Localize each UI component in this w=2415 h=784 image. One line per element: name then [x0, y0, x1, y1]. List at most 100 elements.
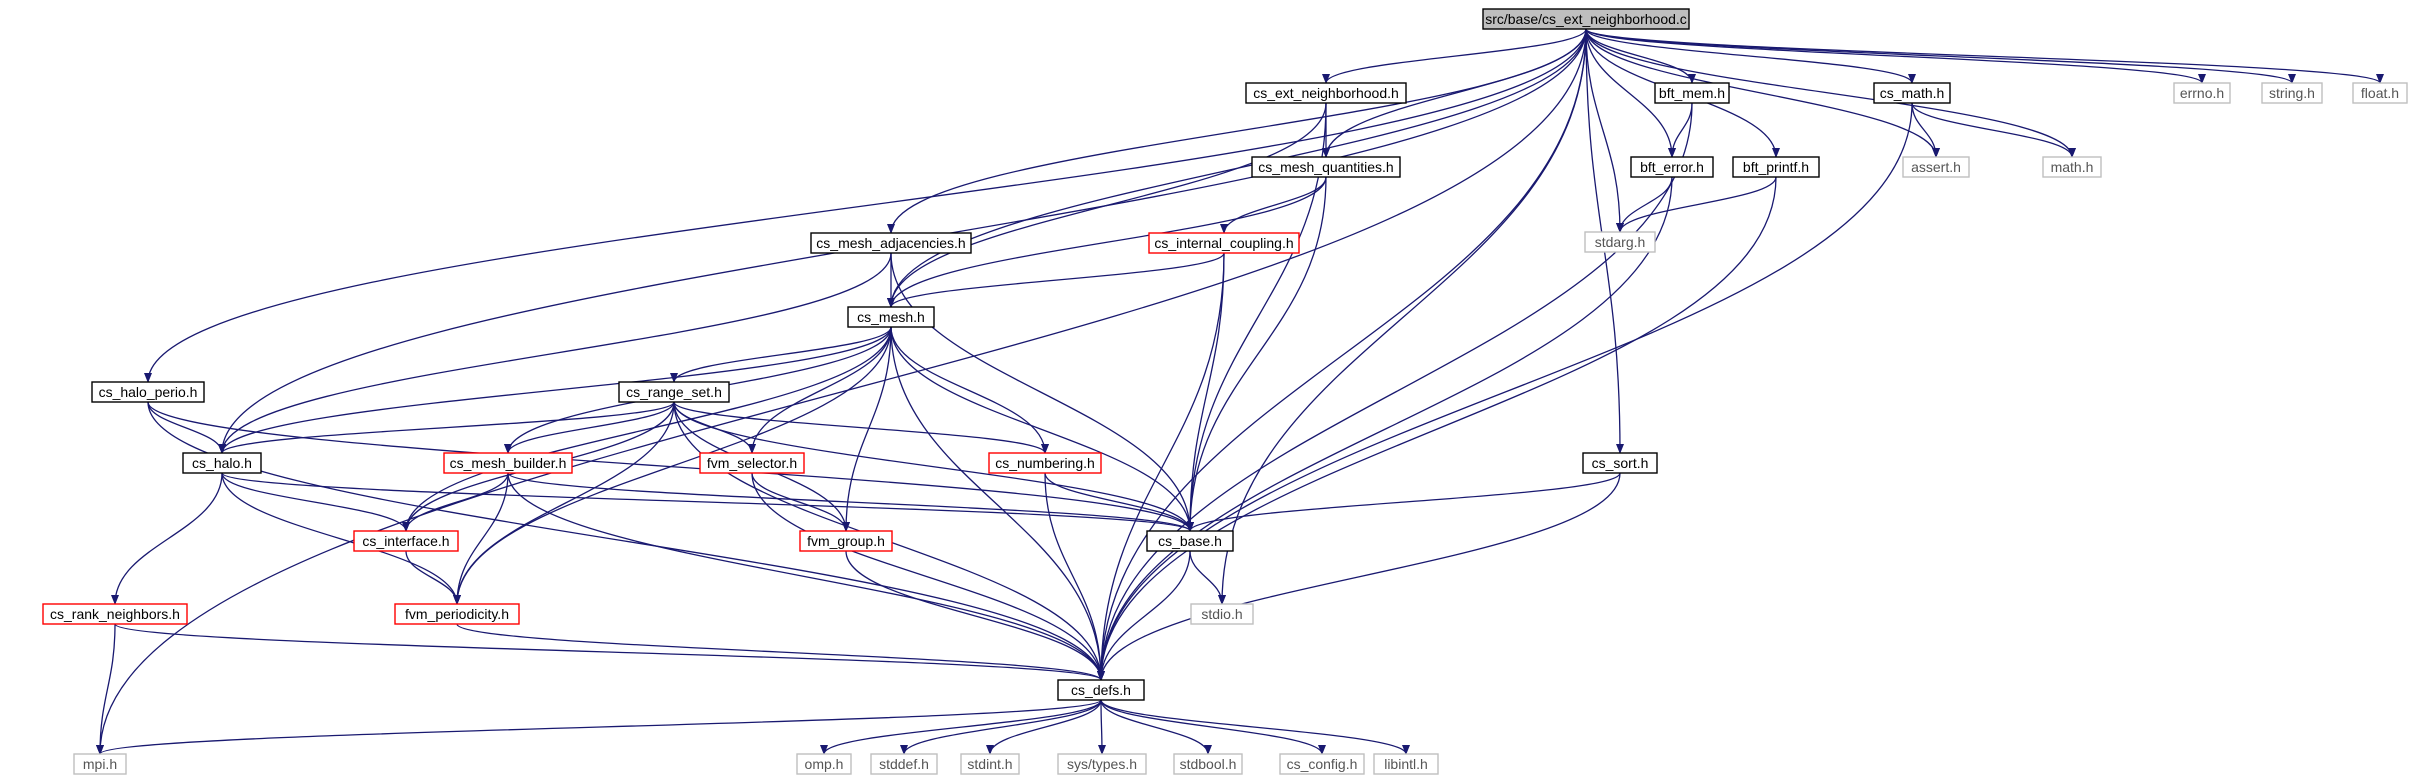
edge-numbering-to-csbase	[1044, 472, 1194, 532]
node-rankneigh[interactable]: cs_rank_neighbors.h	[42, 603, 188, 625]
node-halo-label: cs_halo.h	[192, 455, 252, 471]
node-stdint[interactable]: stdint.h	[960, 753, 1020, 775]
edge-csdefs-to-systypes	[1097, 699, 1106, 755]
node-assert-box	[1902, 156, 1970, 178]
edge-rankneigh-to-csdefs	[114, 623, 1105, 681]
node-mpi-box	[73, 753, 127, 775]
node-csconfig-label: cs_config.h	[1287, 756, 1358, 772]
edge-src-to-errno	[1585, 28, 2206, 84]
node-csdefs-box	[1057, 679, 1145, 701]
node-csdefs[interactable]: cs_defs.h	[1057, 679, 1145, 701]
edge-src-to-string	[1585, 28, 2296, 84]
node-bftmem[interactable]: bft_mem.h	[1654, 82, 1730, 104]
edge-meshq-to-internal	[1220, 176, 1327, 234]
node-mathh-box	[2042, 156, 2102, 178]
edge-src-to-meshadj	[887, 28, 1587, 234]
node-numbering[interactable]: cs_numbering.h	[988, 452, 1102, 474]
edge-haloperio-to-csbase	[147, 401, 1194, 532]
node-fvmsel-box	[699, 452, 805, 474]
node-stdio-label: stdio.h	[1201, 606, 1242, 622]
node-meshadj[interactable]: cs_mesh_adjacencies.h	[810, 232, 972, 254]
edge-meshbuilder-to-csbase	[507, 472, 1194, 532]
node-fvmgroup-box	[799, 530, 893, 552]
node-float-label: float.h	[2361, 85, 2399, 101]
node-stdarg[interactable]: stdarg.h	[1584, 231, 1656, 253]
node-fvmsel[interactable]: fvm_selector.h	[699, 452, 805, 474]
node-float-box	[2352, 82, 2408, 104]
node-bfterr[interactable]: bft_error.h	[1630, 156, 1714, 178]
node-haloperio-box	[91, 381, 205, 403]
node-meshq[interactable]: cs_mesh_quantities.h	[1251, 156, 1401, 178]
node-systypes-box	[1057, 753, 1147, 775]
node-mesh-box	[847, 306, 935, 328]
edge-mesh-to-fvmsel	[748, 326, 892, 454]
edge-rangeset-to-halo	[218, 401, 675, 454]
node-assert[interactable]: assert.h	[1902, 156, 1970, 178]
node-mesh[interactable]: cs_mesh.h	[847, 306, 935, 328]
node-meshq-box	[1251, 156, 1401, 178]
node-systypes[interactable]: sys/types.h	[1057, 753, 1147, 775]
node-extnb[interactable]: cs_ext_neighborhood.h	[1245, 82, 1407, 104]
node-cssort[interactable]: cs_sort.h	[1582, 452, 1658, 474]
node-periodicity[interactable]: fvm_periodicity.h	[394, 603, 520, 625]
edge-fvmgroup-to-csdefs	[845, 550, 1105, 681]
edge-src-to-csmath	[1585, 28, 1916, 84]
node-rankneigh-box	[42, 603, 188, 625]
node-haloperio[interactable]: cs_halo_perio.h	[91, 381, 205, 403]
node-mesh-label: cs_mesh.h	[857, 309, 925, 325]
node-internal[interactable]: cs_internal_coupling.h	[1148, 232, 1300, 254]
node-stddef[interactable]: stddef.h	[870, 753, 938, 775]
node-csmath[interactable]: cs_math.h	[1873, 82, 1951, 104]
edge-haloperio-to-csdefs	[147, 401, 1105, 681]
edge-mesh-to-numbering	[890, 326, 1049, 454]
edge-src-to-haloperio	[144, 28, 1587, 383]
edge-mesh-to-fvmgroup	[842, 326, 892, 532]
edge-cssort-to-csbase	[1186, 472, 1621, 532]
node-interface[interactable]: cs_interface.h	[353, 530, 459, 552]
node-stdbool[interactable]: stdbool.h	[1173, 753, 1243, 775]
node-csconfig[interactable]: cs_config.h	[1279, 753, 1365, 775]
node-bftmem-box	[1654, 82, 1730, 104]
node-mpi[interactable]: mpi.h	[73, 753, 127, 775]
node-string[interactable]: string.h	[2261, 82, 2323, 104]
edge-rangeset-to-periodicity	[453, 401, 675, 605]
node-halo-box	[182, 452, 262, 474]
node-errno-box	[2173, 82, 2231, 104]
node-rangeset[interactable]: cs_range_set.h	[618, 381, 730, 403]
edge-rankneigh-to-mpi	[96, 623, 116, 755]
node-mpi-label: mpi.h	[83, 756, 117, 772]
edge-csdefs-to-stdbool	[1100, 699, 1212, 755]
node-csbase-box	[1146, 530, 1234, 552]
node-errno[interactable]: errno.h	[2173, 82, 2231, 104]
edge-bfterr-to-csdefs	[1097, 176, 1673, 681]
node-bftprintf[interactable]: bft_printf.h	[1732, 156, 1820, 178]
node-omp[interactable]: omp.h	[796, 753, 852, 775]
edge-src-to-bfterr	[1585, 28, 1676, 158]
edge-meshq-to-mesh	[887, 176, 1327, 308]
node-libintl[interactable]: libintl.h	[1373, 753, 1439, 775]
node-fvmgroup[interactable]: fvm_group.h	[799, 530, 893, 552]
node-mathh[interactable]: math.h	[2042, 156, 2102, 178]
node-stdio[interactable]: stdio.h	[1190, 603, 1254, 625]
node-meshbuilder[interactable]: cs_mesh_builder.h	[443, 452, 573, 474]
node-csmath-label: cs_math.h	[1880, 85, 1945, 101]
node-numbering-label: cs_numbering.h	[995, 455, 1095, 471]
node-src-box	[1482, 8, 1690, 30]
node-csbase[interactable]: cs_base.h	[1146, 530, 1234, 552]
node-fvmgroup-label: fvm_group.h	[807, 533, 885, 549]
edge-interface-to-periodicity	[405, 550, 461, 605]
nodes-layer: src/base/cs_ext_neighborhood.cmpi.hcs_ha…	[42, 8, 2408, 775]
edge-mesh-to-csbase	[890, 326, 1194, 532]
node-halo[interactable]: cs_halo.h	[182, 452, 262, 474]
node-stdint-box	[960, 753, 1020, 775]
edge-src-to-bftmem	[1585, 28, 1696, 84]
edge-csbase-to-csdefs	[1097, 550, 1191, 681]
node-float[interactable]: float.h	[2352, 82, 2408, 104]
edge-csbase-to-stdio	[1189, 550, 1226, 605]
edge-bftprintf-to-stdarg	[1616, 176, 1777, 233]
node-stdarg-label: stdarg.h	[1595, 234, 1646, 250]
edges-layer	[96, 28, 2384, 755]
edge-bftprintf-to-csdefs	[1097, 176, 1777, 681]
edge-mesh-to-interface	[402, 326, 892, 532]
